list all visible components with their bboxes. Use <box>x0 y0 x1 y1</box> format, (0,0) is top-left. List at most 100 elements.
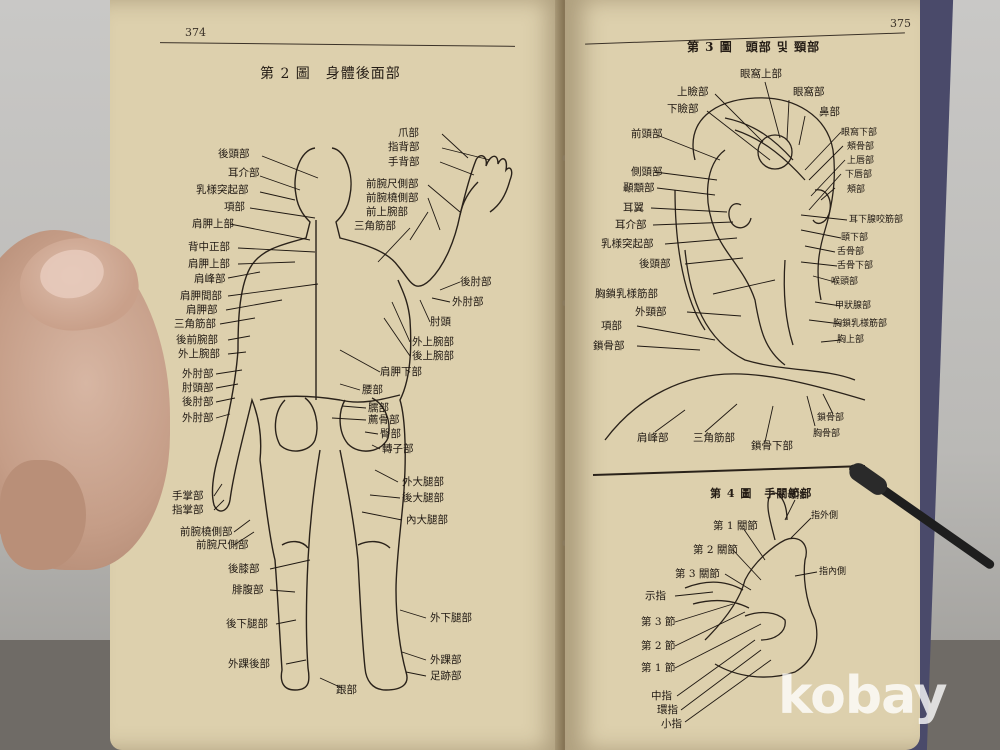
label-interscapular: 肩胛間部 <box>180 290 222 302</box>
label-back-of-head: 後頭部 <box>218 148 250 160</box>
label-lower-lip: 下唇部 <box>845 170 873 180</box>
label-orbital: 眼窩部 <box>793 86 825 98</box>
label-posterior-elbow: 後肘部 <box>182 396 214 408</box>
label-ear: 耳介部 <box>228 167 260 179</box>
label-auricle: 耳介部 <box>615 219 647 231</box>
label-acromion-right: 肩峰部 <box>637 432 669 444</box>
label-deltoid-left: 三角筋部 <box>174 318 216 330</box>
label-mastoid-right: 乳様突起部 <box>601 238 654 250</box>
label-acromion: 肩峰部 <box>194 273 226 285</box>
right-figure4-title: 第 4 圖 手關節部 <box>710 487 813 500</box>
label-little-finger: 小指 <box>661 718 682 730</box>
label-finger-outer: 指外側 <box>811 511 839 521</box>
label-radial-forearm-right: 前腕橈側部 <box>366 192 419 204</box>
label-segment-1: 第 1 節 <box>641 662 676 674</box>
label-lateral-upper-arm: 外上腕部 <box>178 348 220 360</box>
label-deltoid-chest: 三角筋部 <box>693 432 735 444</box>
label-subclavian: 鎖骨下部 <box>751 440 793 452</box>
label-ring-finger: 環指 <box>657 704 678 716</box>
label-occipital: 後頭部 <box>639 258 671 270</box>
label-finger-inner: 指內側 <box>819 567 847 577</box>
label-clavicle: 鎖骨部 <box>593 340 625 352</box>
label-lateral-upper-arm-right: 外上腕部 <box>412 336 454 348</box>
label-upper-lip: 上唇部 <box>847 156 875 166</box>
label-finger-palm: 指掌部 <box>172 504 204 516</box>
label-segment-3: 第 3 節 <box>641 616 676 628</box>
label-gluteal: 臀部 <box>380 428 401 440</box>
label-popliteal: 後膝部 <box>228 563 260 575</box>
label-finger-back: 指背部 <box>388 141 420 153</box>
left-figure-title: 第 2 圖 身體後面部 <box>260 66 401 82</box>
label-index-finger: 示指 <box>645 590 666 602</box>
label-back-of-hand: 手背部 <box>388 156 420 168</box>
label-nail: 爪部 <box>398 127 419 139</box>
label-nape-right: 項部 <box>601 320 622 332</box>
right-page: 375 第 3 圖 頭部 및 頸部 <box>565 0 920 750</box>
label-posterior-thigh: 後大腿部 <box>402 492 444 504</box>
label-lateral-elbow-right: 外肘部 <box>452 296 484 308</box>
label-lateral-malleolus: 外踝部 <box>430 654 462 666</box>
right-page-number: 375 <box>890 17 911 30</box>
label-mastoid: 乳様突起部 <box>196 184 249 196</box>
label-back-midline: 背中正部 <box>188 241 230 253</box>
label-palm: 手掌部 <box>172 490 204 502</box>
label-lumbar: 腰部 <box>362 384 383 396</box>
label-suprascapular: 肩胛上部 <box>192 218 234 230</box>
label-radial-forearm: 前腕橈側部 <box>180 526 233 538</box>
label-joint-1: 第 1 關節 <box>713 520 758 532</box>
label-suprascapular-2: 肩胛上部 <box>188 258 230 270</box>
label-calf: 腓腹部 <box>232 584 264 596</box>
label-deltoid-right: 三角筋部 <box>354 220 396 232</box>
head-neck-illustration <box>592 81 866 723</box>
label-cheek: 頰部 <box>847 185 866 195</box>
label-temple: 顳顬部 <box>623 182 655 194</box>
label-lateral-elbow: 外肘部 <box>182 368 214 380</box>
label-thumb: 母指 <box>787 491 806 501</box>
label-sternocleidomastoid: 胸鎖乳様筋部 <box>595 288 658 300</box>
label-anterior-upper-arm: 前上腕部 <box>366 206 408 218</box>
label-olecranon-right: 肘頭 <box>430 316 451 328</box>
label-thyroid: 甲狀腺部 <box>835 301 872 311</box>
label-ulnar-forearm-right: 前腕尺側部 <box>366 178 419 190</box>
label-clavicle-2: 鎖骨部 <box>817 413 845 423</box>
label-heel: 跟部 <box>336 684 357 696</box>
right-figure3-title: 第 3 圖 頭部 및 頸部 <box>687 40 821 54</box>
label-foot: 足跡部 <box>430 670 462 682</box>
label-middle-finger: 中指 <box>651 690 672 702</box>
watermark-logo: kobay <box>778 666 948 726</box>
label-upper-chest: 胸上部 <box>837 335 865 345</box>
label-posterior-upper-arm: 後上腕部 <box>412 350 454 362</box>
label-medial-thigh: 內大腿部 <box>406 514 448 526</box>
label-submental: 頤下部 <box>841 233 869 243</box>
label-trochanter: 轉子部 <box>382 443 414 455</box>
left-page: 374 第 2 圖 身體後面部 <box>110 0 565 750</box>
label-behind-lateral-malleolus: 外踝後部 <box>228 658 270 670</box>
label-subscapular: 肩胛下部 <box>380 366 422 378</box>
label-sacral: 薦骨部 <box>368 414 400 426</box>
label-posterior-forearm: 後前腕部 <box>176 334 218 346</box>
label-scapular: 肩胛部 <box>186 304 218 316</box>
label-posterior-elbow-right: 後肘部 <box>460 276 492 288</box>
label-sternum: 胸骨部 <box>813 429 841 439</box>
label-joint-2: 第 2 關節 <box>693 544 738 556</box>
label-external-neck: 外頸部 <box>635 306 667 318</box>
label-lower-eyelid: 下瞼部 <box>667 103 699 115</box>
label-supraorbital: 眼窩上部 <box>740 68 782 80</box>
label-parotid-masseter: 耳下腺咬筋部 <box>849 215 904 225</box>
label-temporal: 側頭部 <box>631 166 663 178</box>
label-infrahyoid: 舌骨下部 <box>837 261 874 271</box>
label-ear-wing: 耳翼 <box>623 202 644 214</box>
label-upper-eyelid: 上瞼部 <box>677 86 709 98</box>
label-nape: 項部 <box>224 201 245 213</box>
label-sternocleidomastoid-2: 胸鎖乳様筋部 <box>833 319 888 329</box>
label-olecranon: 肘頭部 <box>182 382 214 394</box>
label-lateral-thigh: 外大腿部 <box>402 476 444 488</box>
label-nose: 鼻部 <box>819 106 840 118</box>
body-back-illustration <box>211 133 513 691</box>
label-ulnar-forearm: 前腕尺側部 <box>196 539 249 551</box>
label-posterior-leg: 後下腿部 <box>226 618 268 630</box>
label-hyoid: 舌骨部 <box>837 247 865 257</box>
left-page-number: 374 <box>185 26 206 39</box>
label-frontal: 前頭部 <box>631 128 663 140</box>
